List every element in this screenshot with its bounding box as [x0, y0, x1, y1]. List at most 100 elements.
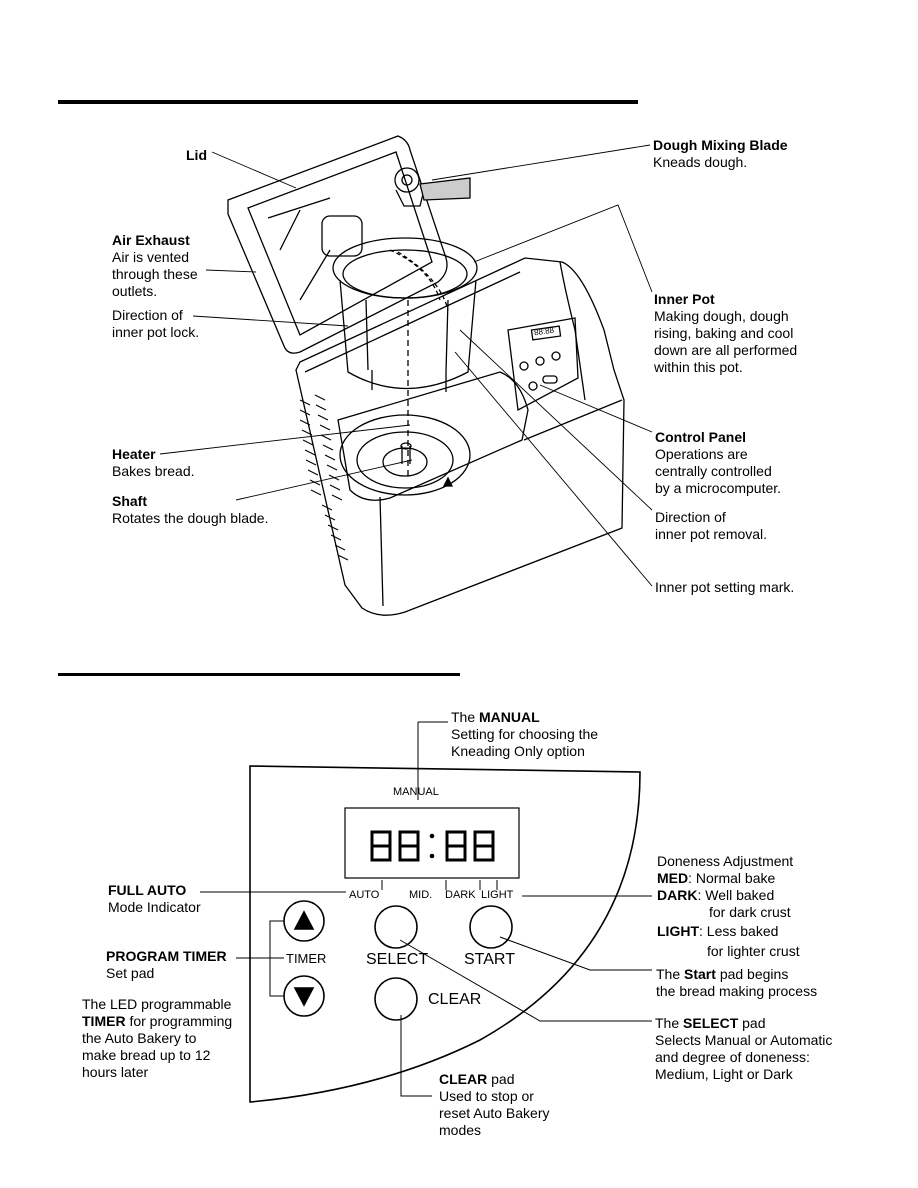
manual-callout-prefix: The [451, 709, 476, 725]
indicator-dark: DARK [445, 889, 476, 901]
machine-body [295, 257, 625, 616]
pot-lock-line-1: Direction of [112, 307, 183, 323]
manual-panel-label: MANUAL [393, 786, 439, 798]
control-panel-line-2: centrally controlled [655, 463, 772, 479]
select-callout-rest: pad [742, 1015, 766, 1031]
start-callout-title: Start [684, 966, 716, 982]
doneness-med-desc: : Normal bake [688, 870, 776, 886]
program-timer-title: PROGRAM TIMER [106, 948, 227, 964]
clear-button-drawing [374, 977, 418, 1021]
bottom-section-rule [58, 673, 460, 676]
select-callout-line-2: and degree of doneness: [655, 1049, 810, 1065]
program-timer-desc: Set pad [106, 965, 155, 981]
manual-callout: The MANUAL Setting for choosing the Knea… [451, 709, 598, 760]
air-exhaust-callout: Air Exhaust Air is vented through these … [112, 232, 198, 300]
program-timer-callout: PROGRAM TIMER Set pad [106, 948, 227, 982]
control-panel-drawing [507, 317, 579, 412]
clear-callout-line-1: Used to stop or [439, 1088, 534, 1104]
start-callout-rest: pad begins [719, 966, 789, 982]
doneness-med-label: MED [657, 870, 689, 886]
clear-callout-line-3: modes [439, 1122, 482, 1138]
inner-pot-title: Inner Pot [654, 291, 715, 307]
led-timer-bold: TIMER [82, 1013, 126, 1029]
inner-pot-line-1: Making dough, dough [654, 308, 789, 324]
select-callout-title: SELECT [683, 1015, 739, 1031]
shaft-desc: Rotates the dough blade. [112, 510, 269, 526]
shaft-callout: Shaft Rotates the dough blade. [112, 493, 268, 527]
control-panel-title: Control Panel [655, 429, 747, 445]
heater-desc: Bakes bread. [112, 463, 195, 479]
start-callout-prefix: The [656, 966, 681, 982]
clear-callout-line-2: reset Auto Bakery [439, 1105, 550, 1121]
select-button-label[interactable]: SELECT [366, 951, 429, 968]
clear-callout-title: CLEAR [439, 1071, 488, 1087]
air-exhaust-title: Air Exhaust [112, 232, 190, 248]
doneness-dark-label: DARK [657, 887, 698, 903]
inner-pot-callout: Inner Pot Making dough, dough rising, ba… [654, 291, 797, 376]
led-timer-line-2: for programming [129, 1013, 233, 1029]
start-callout-line-2: the bread making process [656, 983, 818, 999]
indicator-mid: MID. [409, 889, 433, 901]
air-exhaust-line-3: outlets. [112, 283, 158, 299]
lid-label: Lid [186, 147, 207, 163]
clear-callout-rest: pad [491, 1071, 515, 1087]
clear-button-label[interactable]: CLEAR [428, 991, 482, 1008]
start-callout: The Start pad begins the bread making pr… [656, 966, 817, 1000]
doneness-light-label: LIGHT [657, 923, 699, 939]
blade-callout: Dough Mixing Blade Kneads dough. [653, 137, 788, 171]
panel-outline [249, 765, 641, 1103]
control-panel-callout: Control Panel Operations are centrally c… [655, 429, 781, 497]
control-panel-line-1: Operations are [655, 446, 748, 462]
led-timer-line-3: the Auto Bakery to [82, 1030, 197, 1046]
air-exhaust-line-1: Air is vented [112, 249, 190, 265]
indicator-light: LIGHT [481, 889, 514, 901]
inner-pot-line-2: rising, baking and cool [654, 325, 794, 341]
doneness-title: Doneness Adjustment [657, 853, 794, 869]
led-digits [370, 830, 495, 862]
select-callout: The SELECT pad Selects Manual or Automat… [655, 1015, 832, 1083]
pot-removal-line-2: inner pot removal. [655, 526, 768, 542]
select-callout-line-1: Selects Manual or Automatic [655, 1032, 833, 1048]
inner-pot-line-3: down are all performed [654, 342, 798, 358]
pot-lock-line-2: inner pot lock. [112, 324, 200, 340]
pot-removal-line-1: Direction of [655, 509, 726, 525]
select-callout-line-3: Medium, Light or Dark [655, 1066, 793, 1082]
setting-mark-text: Inner pot setting mark. [655, 579, 795, 595]
select-callout-prefix: The [655, 1015, 680, 1031]
manual-callout-title: MANUAL [479, 709, 540, 725]
led-timer-line-5: hours later [82, 1064, 149, 1080]
select-button-drawing [374, 905, 418, 949]
led-timer-line-1: The LED programmable [82, 996, 232, 1012]
led-display-frame [344, 807, 520, 879]
air-exhaust-line-2: through these [112, 266, 198, 282]
shaft-drawing [401, 446, 411, 464]
full-auto-callout: FULL AUTO Mode Indicator [108, 882, 201, 916]
setting-mark-callout: Inner pot setting mark. [655, 579, 794, 596]
lid-drawing [227, 135, 448, 354]
start-button-label[interactable]: START [464, 951, 515, 968]
inner-pot-line-4: within this pot. [654, 359, 743, 375]
heater-title: Heater [112, 446, 156, 462]
manual-callout-line-1: Setting for choosing the [451, 726, 599, 742]
machine-recess [337, 371, 529, 501]
clear-callout: CLEAR pad Used to stop or reset Auto Bak… [439, 1071, 550, 1139]
doneness-dark-desc: : Well baked [697, 887, 775, 903]
full-auto-title: FULL AUTO [108, 882, 187, 898]
dough-blade-drawing [394, 167, 471, 207]
manual-callout-line-2: Kneading Only option [451, 743, 585, 759]
indicator-auto: AUTO [349, 889, 380, 901]
full-auto-desc: Mode Indicator [108, 899, 201, 915]
led-timer-callout: The LED programmable TIMER for programmi… [82, 996, 232, 1081]
pot-removal-callout: Direction of inner pot removal. [655, 509, 767, 543]
inner-pot-body [339, 279, 477, 390]
heater-plate [339, 414, 471, 496]
blade-title: Dough Mixing Blade [653, 137, 788, 153]
start-button-drawing [469, 905, 513, 949]
doneness-light-desc: : Less baked [699, 923, 779, 939]
doneness-callout: Doneness Adjustment MED: Normal bake DAR… [657, 853, 800, 960]
top-section-rule [58, 100, 638, 104]
timer-button-label[interactable]: TIMER [286, 951, 327, 966]
blade-desc: Kneads dough. [653, 154, 748, 170]
